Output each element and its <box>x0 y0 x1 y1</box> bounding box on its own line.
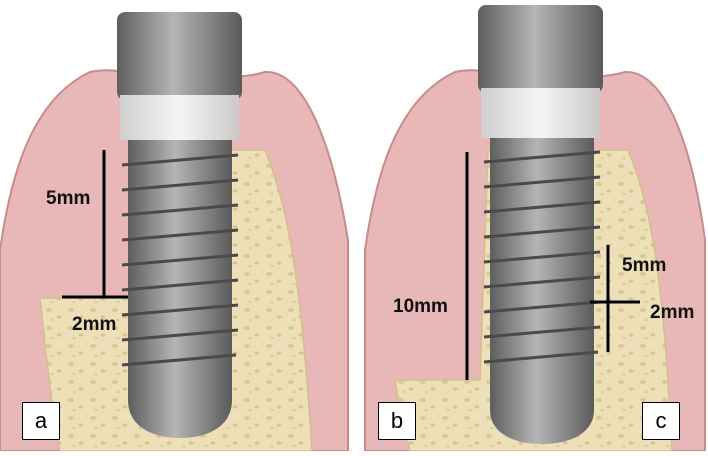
panel-label-a: a <box>22 402 60 440</box>
measurement-label: 5mm <box>622 255 667 276</box>
implant-threads <box>483 150 601 364</box>
panel-a-illustration <box>0 12 349 452</box>
implant-abutment <box>117 12 242 100</box>
panel-label-b: b <box>378 402 416 440</box>
implant-abutment <box>478 5 603 93</box>
implant-threads <box>121 153 239 367</box>
implant-body <box>490 138 594 444</box>
implant-collar <box>120 95 239 140</box>
measurement-label: 10mm <box>393 296 448 317</box>
panel-label-c: c <box>642 402 680 440</box>
measurement-label: 2mm <box>72 314 117 335</box>
panel-bc-illustration <box>364 5 706 452</box>
measurement-label: 2mm <box>650 302 695 323</box>
implant-collar <box>481 88 600 138</box>
measurement-label: 5mm <box>46 188 91 209</box>
